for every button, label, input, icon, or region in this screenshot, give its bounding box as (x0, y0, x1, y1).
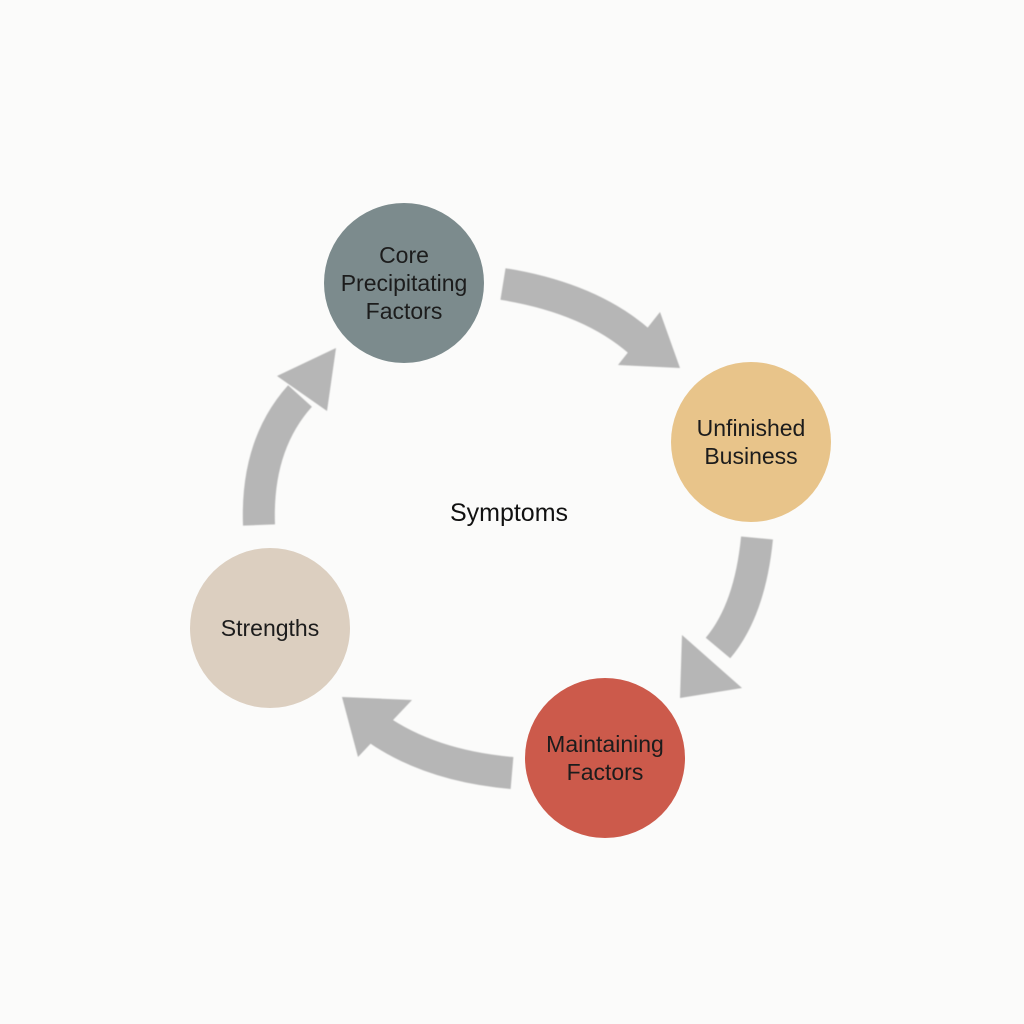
arrow-unfinished-to-maintaining (705, 536, 773, 659)
node-label: Unfinished Business (696, 415, 806, 469)
node-label: Core Precipitating Factors (340, 242, 468, 324)
node-label: Strengths (220, 615, 320, 641)
node-unfinished-business: Unfinished Business (671, 362, 831, 522)
center-label: Symptoms (449, 499, 569, 527)
arrow-core-to-unfinished-head (618, 312, 680, 368)
arrow-maintaining-to-strengths-head (342, 697, 412, 757)
arrow-unfinished-to-maintaining-head (680, 635, 742, 698)
arrow-strengths-to-core (242, 385, 313, 526)
node-core-precipitating-factors: Core Precipitating Factors (324, 203, 484, 363)
arrow-core-to-unfinished (500, 268, 651, 355)
arrow-strengths-to-core-head (277, 348, 336, 411)
node-label: Maintaining Factors (546, 731, 664, 785)
node-strengths: Strengths (190, 548, 350, 708)
node-maintaining-factors: Maintaining Factors (525, 678, 685, 838)
arrow-maintaining-to-strengths (366, 714, 514, 789)
